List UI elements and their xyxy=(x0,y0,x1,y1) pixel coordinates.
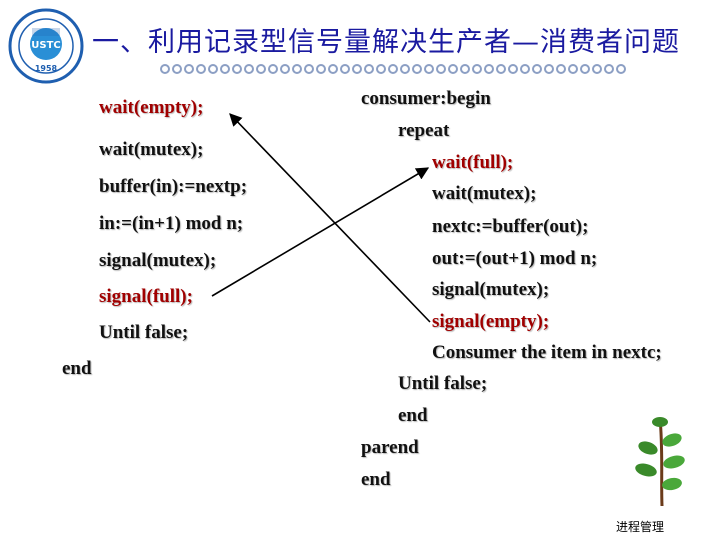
producer-line-in: in:=(in+1) mod n; xyxy=(99,213,244,234)
divider-dot xyxy=(196,64,206,74)
divider-dot xyxy=(508,64,518,74)
divider-dot xyxy=(220,64,230,74)
divider-dot xyxy=(592,64,602,74)
divider-dot xyxy=(376,64,386,74)
university-logo-icon: USTC 1958 xyxy=(8,8,84,84)
divider-dot xyxy=(172,64,182,74)
sprout-icon xyxy=(635,417,685,506)
divider-dot xyxy=(352,64,362,74)
logo-year: 1958 xyxy=(35,64,58,73)
divider-dot xyxy=(496,64,506,74)
producer-line-wait-empty: wait(empty); xyxy=(99,97,204,118)
divider-dot xyxy=(556,64,566,74)
divider-dot xyxy=(328,64,338,74)
producer-line-signal-full: signal(full); xyxy=(99,286,193,307)
divider-dot xyxy=(340,64,350,74)
divider-dot xyxy=(268,64,278,74)
divider-dot xyxy=(532,64,542,74)
consumer-line-wait-mutex: wait(mutex); xyxy=(432,183,537,204)
title-divider xyxy=(160,64,630,78)
divider-dot xyxy=(460,64,470,74)
producer-line-until: Until false; xyxy=(99,322,189,343)
divider-dot xyxy=(604,64,614,74)
divider-dot xyxy=(292,64,302,74)
divider-dot xyxy=(388,64,398,74)
consumer-line-repeat: repeat xyxy=(398,120,450,141)
divider-dot xyxy=(160,64,170,74)
logo-text: USTC xyxy=(31,40,60,51)
divider-dot xyxy=(364,64,374,74)
divider-dot xyxy=(244,64,254,74)
divider-dot xyxy=(232,64,242,74)
consumer-line-wait-full: wait(full); xyxy=(432,152,514,173)
consumer-line-end: end xyxy=(398,405,428,426)
consumer-line-consume: Consumer the item in nextc; xyxy=(432,342,662,363)
divider-dot xyxy=(208,64,218,74)
consumer-line-begin: consumer:begin xyxy=(361,88,491,109)
consumer-line-final-end: end xyxy=(361,469,391,490)
producer-line-buffer: buffer(in):=nextp; xyxy=(99,176,248,197)
footer-section-label: 进程管理 xyxy=(616,520,665,534)
divider-dot xyxy=(472,64,482,74)
consumer-line-until: Until false; xyxy=(398,373,488,394)
divider-dot xyxy=(616,64,626,74)
divider-dot xyxy=(544,64,554,74)
divider-dot xyxy=(256,64,266,74)
arrow-signal-empty-to-wait-empty xyxy=(229,113,431,323)
divider-dot xyxy=(580,64,590,74)
divider-dot xyxy=(520,64,530,74)
consumer-line-parend: parend xyxy=(361,437,419,458)
producer-line-wait-mutex: wait(mutex); xyxy=(99,139,204,160)
divider-dot xyxy=(304,64,314,74)
consumer-line-out: out:=(out+1) mod n; xyxy=(432,248,598,269)
divider-dot xyxy=(424,64,434,74)
divider-dot xyxy=(400,64,410,74)
divider-dot xyxy=(280,64,290,74)
divider-dot xyxy=(436,64,446,74)
consumer-line-signal-mutex: signal(mutex); xyxy=(432,279,550,300)
slide-title: 一、利用记录型信号量解决生产者—消费者问题 xyxy=(92,27,680,58)
divider-dot xyxy=(412,64,422,74)
divider-dot xyxy=(448,64,458,74)
divider-dot xyxy=(316,64,326,74)
divider-dot xyxy=(568,64,578,74)
producer-line-end: end xyxy=(62,358,92,379)
divider-dot xyxy=(484,64,494,74)
divider-dot xyxy=(184,64,194,74)
producer-line-signal-mutex: signal(mutex); xyxy=(99,250,217,271)
consumer-line-nextc: nextc:=buffer(out); xyxy=(432,216,589,237)
consumer-line-signal-empty: signal(empty); xyxy=(432,311,550,332)
